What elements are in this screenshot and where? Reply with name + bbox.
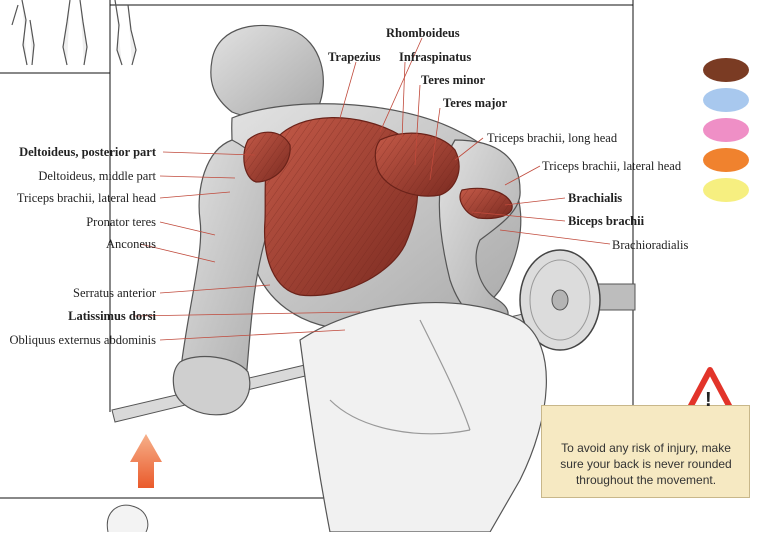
label-trapezius: Trapezius — [328, 50, 381, 64]
up-arrow-icon — [130, 434, 162, 488]
left-hand — [172, 355, 251, 416]
label-teres-major: Teres major — [443, 96, 508, 110]
legend-swatch — [703, 148, 749, 172]
leader-lines — [132, 37, 611, 341]
warning-symbol: ! — [705, 389, 712, 411]
warning-text: To avoid any risk of injury, make sure y… — [560, 441, 732, 487]
label-teres-minor: Teres minor — [421, 73, 486, 87]
label-brachioradialis: Brachioradialis — [612, 238, 689, 252]
label-deltoid-posterior: Deltoideus, posterior part — [19, 145, 156, 159]
portrait-sketch — [106, 504, 149, 533]
shorts — [299, 301, 547, 533]
label-deltoid-middle: Deltoideus, middle part — [38, 169, 156, 183]
label-rhomboideus: Rhomboideus — [386, 26, 460, 40]
label-serratus-anterior: Serratus anterior — [73, 286, 156, 300]
legend-swatch — [703, 58, 749, 82]
thumbnail-figures — [11, 0, 137, 66]
head — [210, 24, 324, 119]
body-figure — [172, 24, 547, 533]
label-anconeus: Anconeus — [106, 237, 156, 251]
label-pronator-teres: Pronator teres — [86, 215, 156, 229]
right-arm — [438, 139, 521, 325]
legend-swatch — [703, 88, 749, 112]
label-brachialis: Brachialis — [568, 191, 623, 205]
label-latissimus-dorsi: Latissimus dorsi — [68, 309, 156, 323]
warning-box — [541, 405, 750, 498]
label-triceps-lateral-head-right: Triceps brachii, lateral head — [542, 159, 682, 173]
label-triceps-lateral-head-left: Triceps brachii, lateral head — [16, 191, 156, 205]
label-triceps-long-head: Triceps brachii, long head — [487, 131, 618, 145]
frame-lines — [0, 0, 634, 499]
label-infraspinatus: Infraspinatus — [399, 50, 472, 64]
label-obliquus-externus: Obliquus externus abdominis — [9, 333, 156, 347]
label-biceps-brachii: Biceps brachii — [568, 214, 645, 228]
legend-swatch — [703, 178, 749, 202]
color-legend — [703, 58, 749, 202]
legend-swatch — [703, 118, 749, 142]
